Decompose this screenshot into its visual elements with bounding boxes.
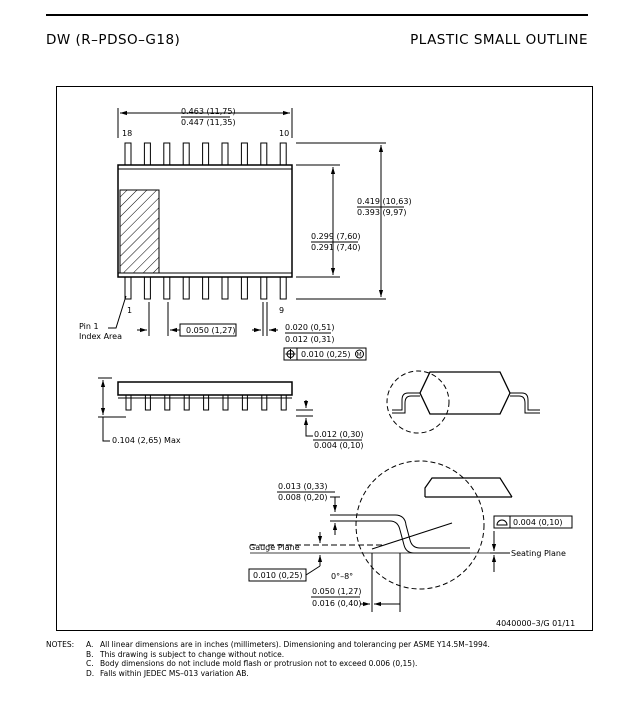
bottom-pin [240,276,248,300]
side-lead [222,394,229,411]
pin1-label: Pin 1 [79,322,99,331]
note-c: C.Body dimensions do not include mold fl… [86,659,418,669]
package-body-side [117,381,293,396]
span-min: 0.393 (9,97) [357,208,407,217]
seating-plane-label: Seating Plane [511,549,566,558]
top-pins [124,142,287,166]
package-type: PLASTIC SMALL OUTLINE [410,32,588,48]
bottom-pin [182,276,190,300]
bottom-pin [163,276,171,300]
standoff-min: 0.004 (0,10) [314,441,364,450]
package-code: DW (R–PDSO–G18) [46,32,181,48]
height-max: 0.104 (2,65) Max [112,436,181,445]
side-view [98,377,362,442]
top-pin [143,142,151,166]
foot-max: 0.050 (1,27) [312,587,362,596]
top-view [108,108,404,361]
top-pin [182,142,190,166]
bottom-pin [221,276,229,300]
notes-label: NOTES: [46,640,75,649]
drawing-number: 4040000–3/G 01/11 [496,619,575,628]
side-lead [164,394,171,411]
top-pin [240,142,248,166]
body-width-max: 0.299 (7,60) [311,232,361,241]
page-header: DW (R–PDSO–G18) PLASTIC SMALL OUTLINE [46,14,588,66]
mmc-modifier: M [357,352,362,359]
position-tolerance: 0.010 (0,25) [301,350,351,359]
side-lead [203,394,210,411]
top-pin [202,142,210,166]
lead-thick-max: 0.013 (0,33) [278,482,328,491]
pin-18-label: 18 [122,129,132,138]
length-max: 0.463 (11,75) [181,107,236,116]
gauge-plane-label: Gauge Plane [249,543,300,552]
drawing-frame [56,86,593,631]
detail-view-text: 0.013 (0,33) 0.008 (0,20) Gauge Plane 0.… [249,482,575,628]
pitch-label: 0.050 (1,27) [186,326,236,335]
pin-1-label: 1 [127,306,132,315]
side-lead [125,394,132,411]
standoff-max: 0.012 (0,30) [314,430,364,439]
pin-10-label: 10 [279,129,289,138]
end-view [386,370,540,434]
top-pin [221,142,229,166]
side-lead [144,394,151,411]
note-d: D.Falls within JEDEC MS–013 variation AB… [86,668,249,678]
lead-width-max: 0.020 (0,51) [285,323,335,332]
flatness-label: 0.004 (0,10) [513,518,563,527]
detail-lead [330,514,470,549]
note-b: B.This drawing is subject to change with… [86,649,285,659]
top-pin [279,142,287,166]
lead-thick-min: 0.008 (0,20) [278,493,328,502]
foot-min: 0.016 (0,40) [312,599,362,608]
bottom-pins [124,276,287,300]
body-width-min: 0.291 (7,40) [311,243,361,252]
top-view-text: 18 10 1 9 Pin 1 Index Area 0.463 (11,75)… [79,107,412,359]
side-lead [261,394,268,411]
pin1-index-area [119,189,160,274]
length-min: 0.447 (11,35) [181,118,236,127]
bottom-pin [260,276,268,300]
side-lead [183,394,190,411]
lead-width-min: 0.012 (0,31) [285,335,335,344]
bottom-pin [143,276,151,300]
span-max: 0.419 (10,63) [357,197,412,206]
angle-label: 0°–8° [331,572,353,581]
side-leads [125,394,287,411]
side-lead [241,394,248,411]
side-lead [280,394,287,411]
pin-9-label: 9 [279,306,284,315]
top-pin [163,142,171,166]
index-area-label: Index Area [79,332,122,341]
detail-circle [355,460,485,590]
bottom-pin [202,276,210,300]
bottom-pin [279,276,287,300]
bottom-pin [124,276,132,300]
gauge-dim: 0.010 (0,25) [253,571,303,580]
top-pin [124,142,132,166]
side-view-text: 0.104 (2,65) Max 0.012 (0,30) 0.004 (0,1… [112,430,364,450]
detail-view [248,460,573,612]
top-pin [260,142,268,166]
note-a: A.All linear dimensions are in inches (m… [86,640,490,649]
